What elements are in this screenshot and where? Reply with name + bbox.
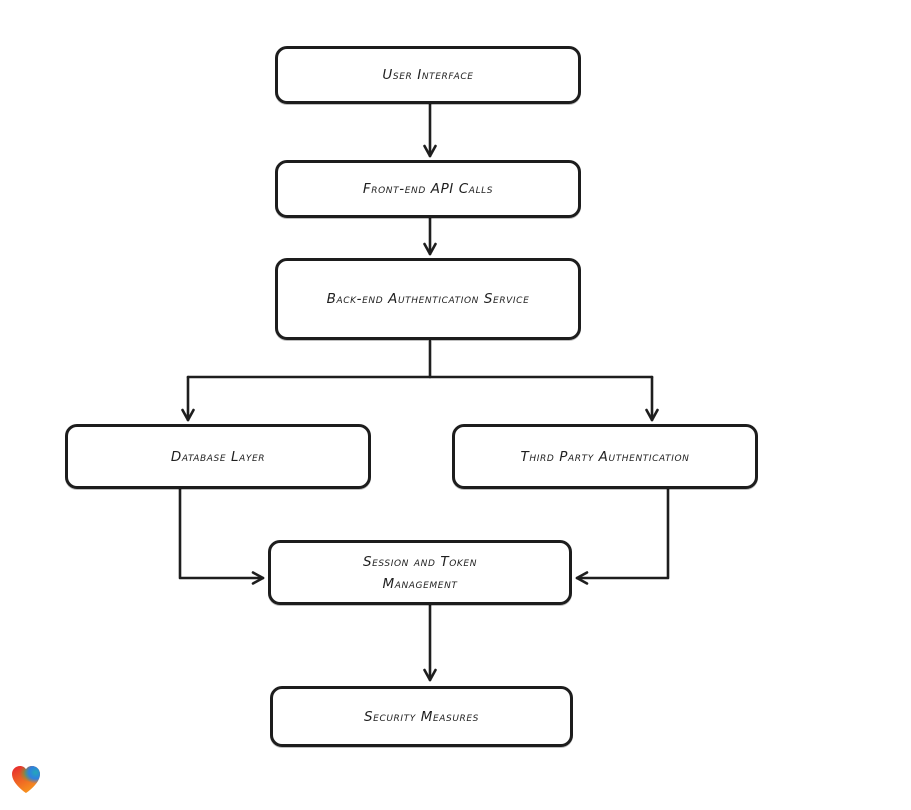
node-security-measures[interactable]: Security Measures (270, 686, 573, 747)
edge-database-to-session (178, 487, 265, 585)
node-session-and-token-management[interactable]: Session and Token Management (268, 540, 572, 605)
node-database-layer[interactable]: Database Layer (65, 424, 371, 489)
node-label: Database Layer (170, 448, 266, 465)
node-label: User Interface (382, 67, 474, 83)
node-user-interface[interactable]: User Interface (275, 46, 581, 104)
node-third-party-authentication[interactable]: Third Party Authentication (452, 424, 758, 489)
edge-thirdparty-to-session (575, 487, 670, 585)
whimsical-logo[interactable] (10, 764, 42, 796)
node-label: Security Measures (364, 708, 479, 725)
node-back-end-authentication-service[interactable]: Back-end Authentication Service (275, 258, 581, 340)
node-label: Back-end Authentication Service (326, 291, 530, 307)
node-label: Third Party Authentication (520, 448, 690, 465)
node-label: Front-end API Calls (362, 181, 494, 197)
node-front-end-api-calls[interactable]: Front-end API Calls (275, 160, 581, 218)
node-label: Session and Token Management (362, 553, 478, 592)
heart-icon (12, 766, 40, 793)
